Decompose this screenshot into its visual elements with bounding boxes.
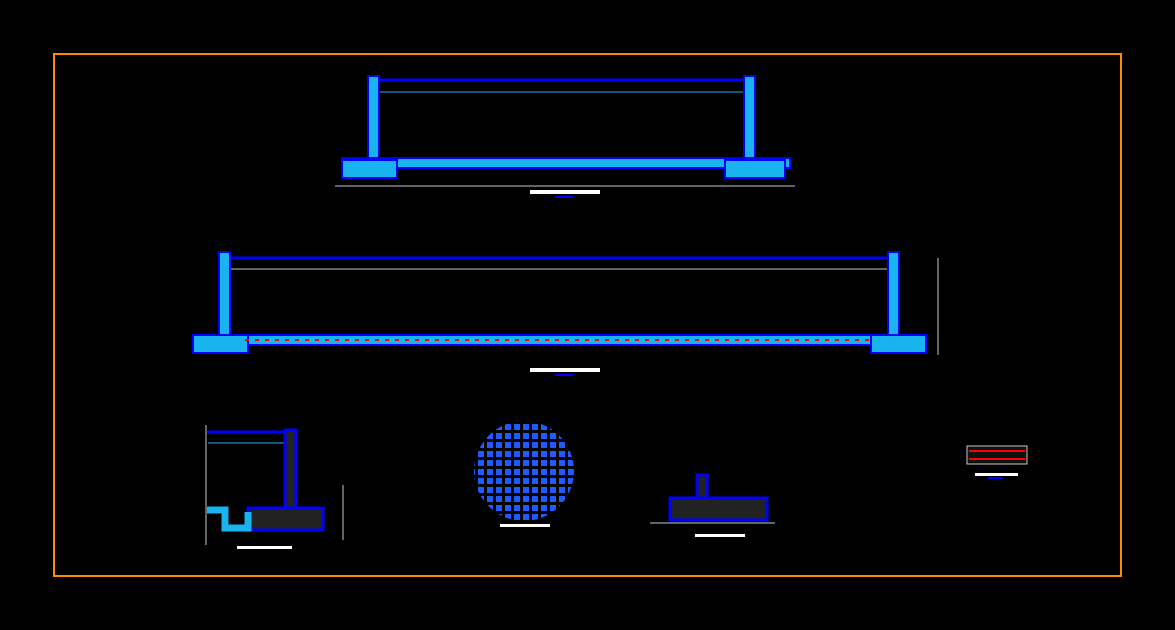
detail-rebar-splice bbox=[966, 445, 1028, 479]
section-title-bar bbox=[530, 368, 600, 372]
section-1 bbox=[335, 75, 795, 198]
detail-mesh-circle bbox=[474, 421, 574, 527]
rebar-mesh bbox=[474, 421, 574, 521]
slab-edge bbox=[207, 506, 252, 532]
drawing-frame bbox=[53, 53, 1122, 577]
detail-title-bar bbox=[695, 534, 745, 537]
right-footing bbox=[870, 334, 927, 354]
splice-box bbox=[966, 445, 1028, 465]
left-footing bbox=[192, 334, 249, 354]
left-footing bbox=[341, 159, 398, 179]
section-title-bar bbox=[530, 190, 600, 194]
base-slab bbox=[341, 157, 791, 169]
section-title-underline bbox=[555, 374, 573, 376]
detail-title-bar bbox=[237, 546, 292, 549]
left-wall bbox=[218, 251, 231, 345]
right-wall bbox=[887, 251, 900, 345]
detail-title-bar bbox=[975, 473, 1018, 476]
detail-title-bar bbox=[500, 524, 550, 527]
right-footing bbox=[724, 159, 786, 179]
detail-title-underline bbox=[988, 477, 1003, 479]
left-wall bbox=[367, 75, 380, 169]
section-title-underline bbox=[555, 196, 573, 198]
detail-slab-joint bbox=[650, 473, 775, 537]
footing bbox=[246, 506, 325, 532]
wall bbox=[283, 428, 298, 520]
wall-stub bbox=[695, 473, 709, 502]
right-wall bbox=[743, 75, 756, 169]
section-2 bbox=[192, 251, 939, 376]
footing bbox=[668, 496, 769, 522]
detail-wall-footing bbox=[205, 425, 344, 549]
